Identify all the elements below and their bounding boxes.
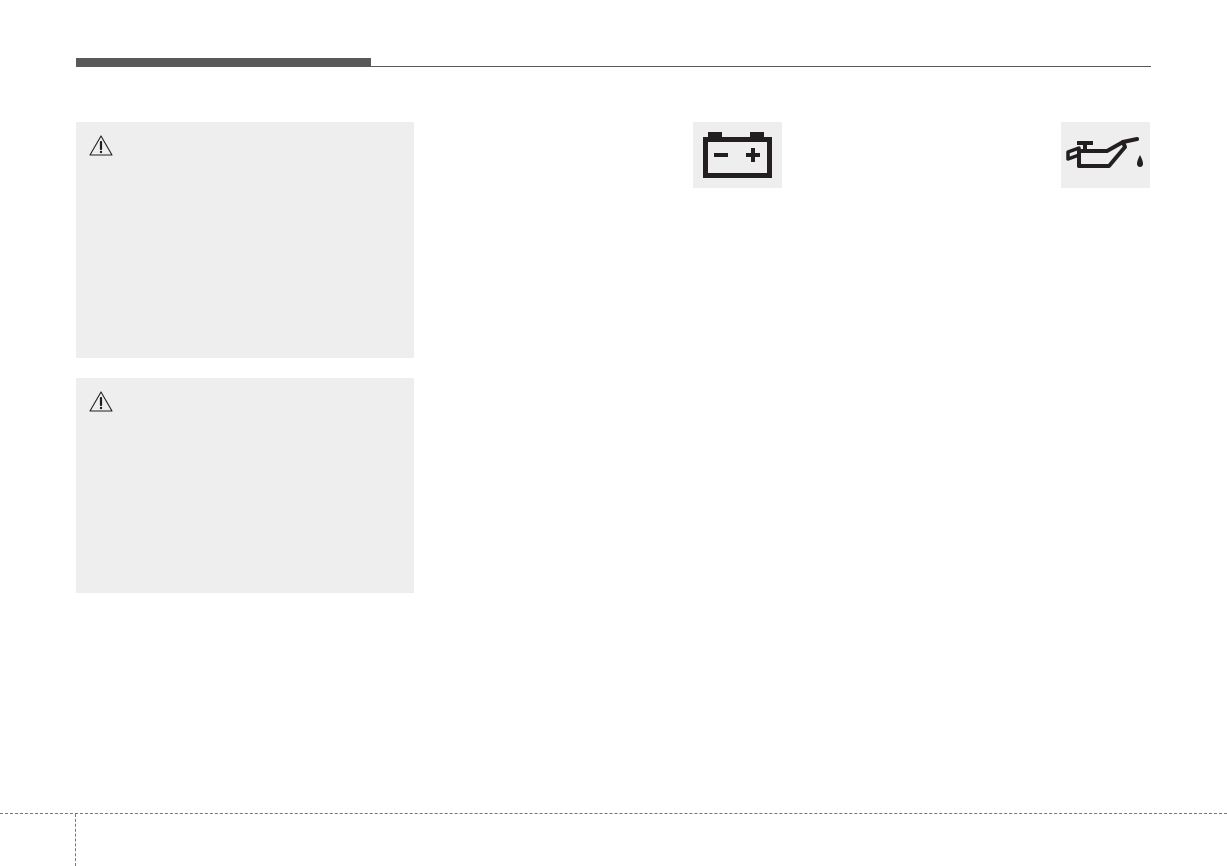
footer-dashed-divider: [75, 814, 76, 866]
oil-pressure-indicator-tile: [1061, 122, 1150, 188]
oil-pressure-warning-icon: [1066, 137, 1143, 168]
section-header-rule: [371, 66, 1151, 67]
warning-box-1: [76, 122, 414, 358]
footer-dashed-rule: [0, 813, 1227, 814]
section-header-bar: [76, 58, 371, 67]
warning-box-2: [76, 378, 414, 593]
warning-triangle-icon: [88, 134, 114, 158]
warning-triangle-icon: [88, 390, 114, 414]
battery-warning-icon: [703, 132, 772, 178]
battery-indicator-tile: [693, 122, 782, 188]
